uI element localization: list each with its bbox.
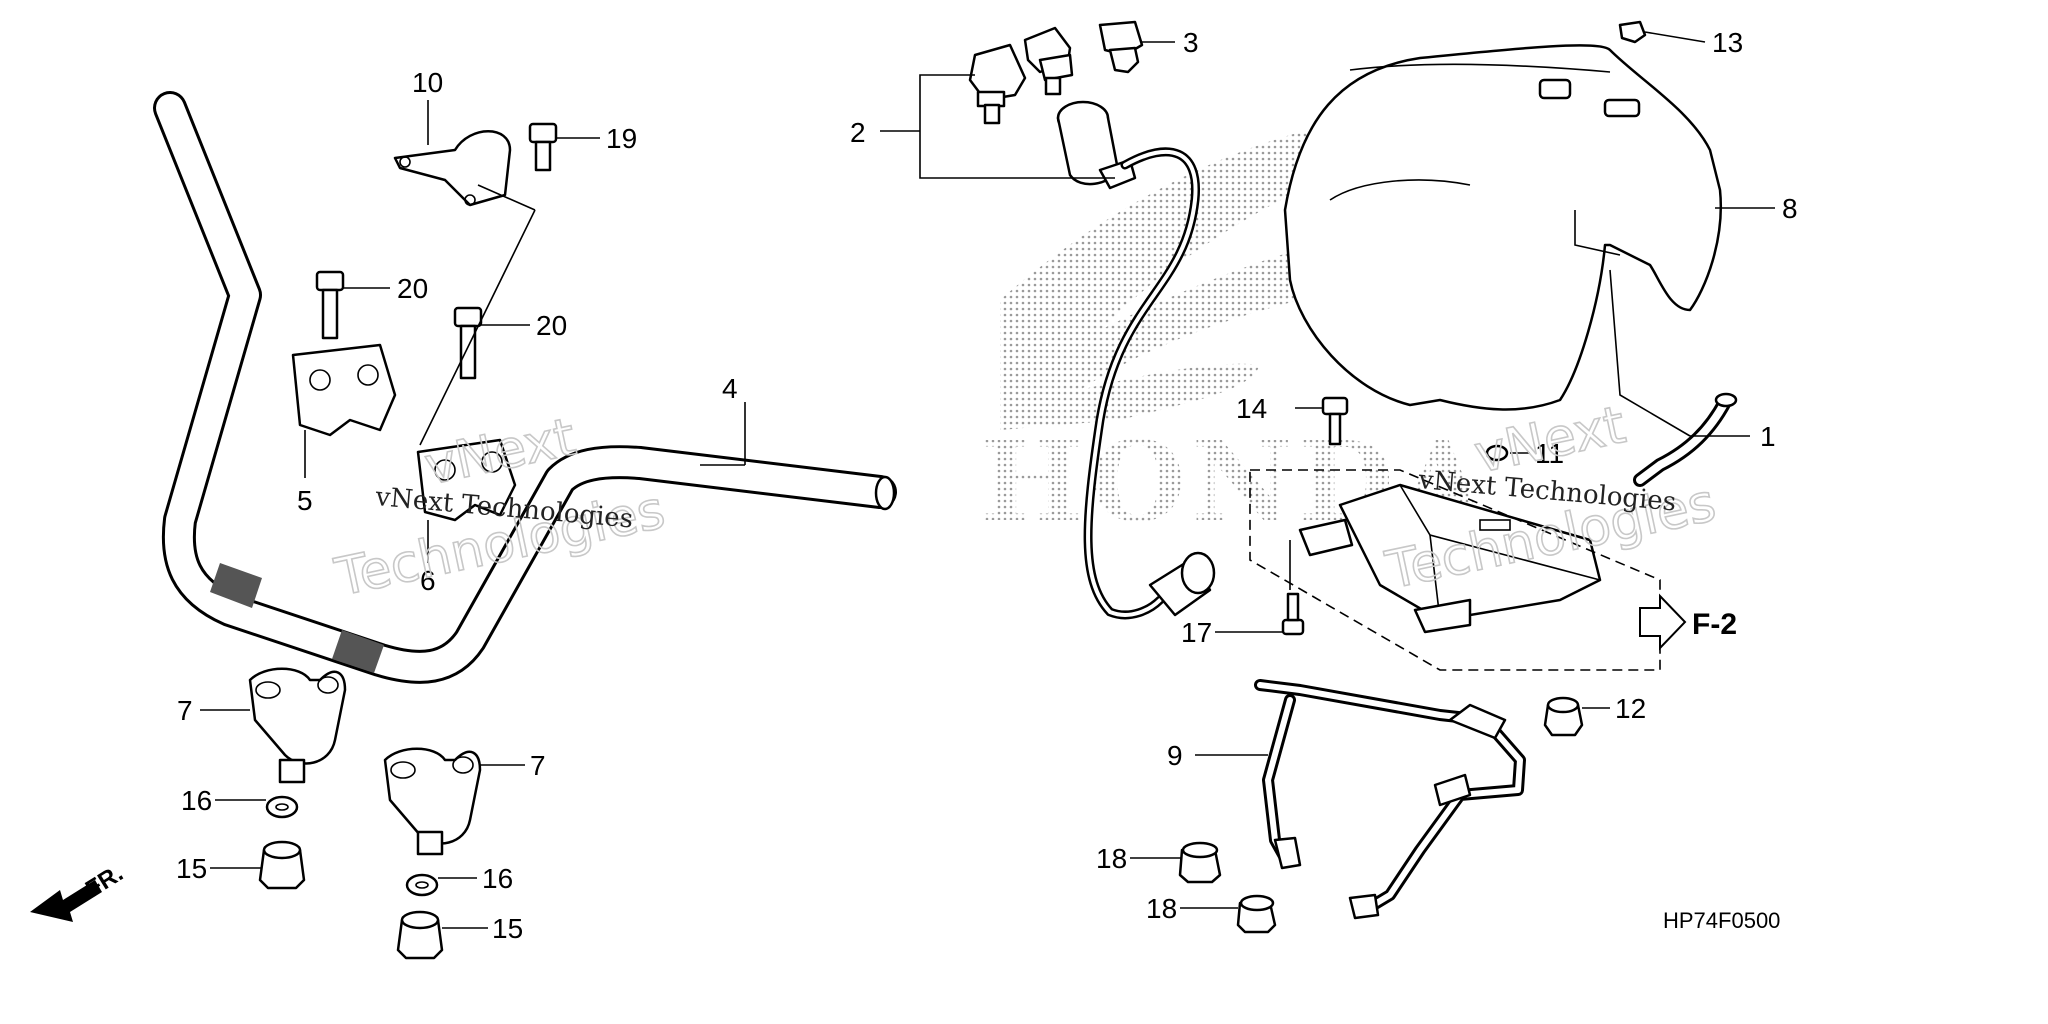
bolt-19: [528, 122, 558, 172]
handlebar: [153, 91, 897, 684]
callout-14: 14: [1236, 393, 1267, 424]
bracket-10: [393, 130, 512, 207]
nut-18-lower: [1236, 894, 1277, 934]
bolt-20-right: [453, 306, 483, 380]
callout-6: 6: [420, 565, 436, 596]
callout-4: 4: [722, 373, 738, 404]
stay-9: [1254, 679, 1526, 920]
washer-16-right: [405, 873, 439, 897]
nut-15-left: [258, 840, 306, 890]
reference-dashed-box: [1249, 469, 1661, 671]
hose-1: [1633, 392, 1738, 487]
honda-wing-watermark: [1000, 115, 1422, 431]
clip-13: [1618, 20, 1647, 44]
ignition-switch-body: [1056, 100, 1137, 190]
upper-holder-right: [416, 438, 517, 522]
knurled-section: [210, 563, 384, 673]
upper-holder-left: [291, 343, 397, 437]
ignition-key-right: [1023, 26, 1074, 96]
callout-9: 9: [1167, 740, 1183, 771]
callout-15b: 15: [492, 913, 523, 944]
callout-2: 2: [850, 117, 866, 148]
callout-11: 11: [1535, 438, 1564, 469]
bolt-20-left: [315, 270, 345, 340]
lower-holder-right: [383, 747, 482, 856]
callout-7b: 7: [530, 750, 546, 781]
front-direction-arrow: FR.: [30, 860, 128, 922]
switch-wire-harness: [1083, 147, 1201, 620]
nut-11: [1485, 444, 1509, 462]
callout-15a: 15: [176, 853, 207, 884]
callout-18b: 18: [1146, 893, 1177, 924]
nut-15-right: [396, 910, 444, 960]
nut-18-upper: [1178, 841, 1222, 884]
callout-18a: 18: [1096, 843, 1127, 874]
screw-17: [1281, 592, 1305, 636]
callout-13: 13: [1712, 27, 1743, 58]
callout-8: 8: [1782, 193, 1798, 224]
grommet-12: [1543, 696, 1584, 737]
ignition-key-left: [968, 43, 1027, 125]
callout-1: 1: [1760, 421, 1776, 452]
drawing-code: HP74F0500: [1663, 908, 1780, 933]
switch-cap-3: [1098, 20, 1144, 74]
callout-10: 10: [412, 67, 443, 98]
lower-holder-left: [248, 667, 347, 784]
callout-17: 17: [1181, 617, 1212, 648]
callout-19: 19: [606, 123, 637, 154]
control-unit: [1298, 483, 1602, 634]
callout-12: 12: [1615, 693, 1646, 724]
f2-label: F-2: [1692, 608, 1737, 641]
leader-lines: [200, 31, 1775, 929]
callout-16b: 16: [482, 863, 513, 894]
wire-connector: [1148, 551, 1216, 617]
front-cover-8: [1283, 44, 1722, 411]
callout-3: 3: [1183, 27, 1199, 58]
callout-7a: 7: [177, 695, 193, 726]
f2-reference-arrow: F-2: [1639, 593, 1737, 651]
callout-5: 5: [297, 485, 313, 516]
callout-20a: 20: [397, 273, 428, 304]
screw-14: [1321, 396, 1349, 446]
callout-20b: 20: [536, 310, 567, 341]
callout-16a: 16: [181, 785, 212, 816]
callout-numbers: 1 2 3 4 5 6 7 7 8 9 10 11 12 13 14 15 15…: [176, 27, 1798, 944]
washer-16-left: [265, 795, 299, 819]
